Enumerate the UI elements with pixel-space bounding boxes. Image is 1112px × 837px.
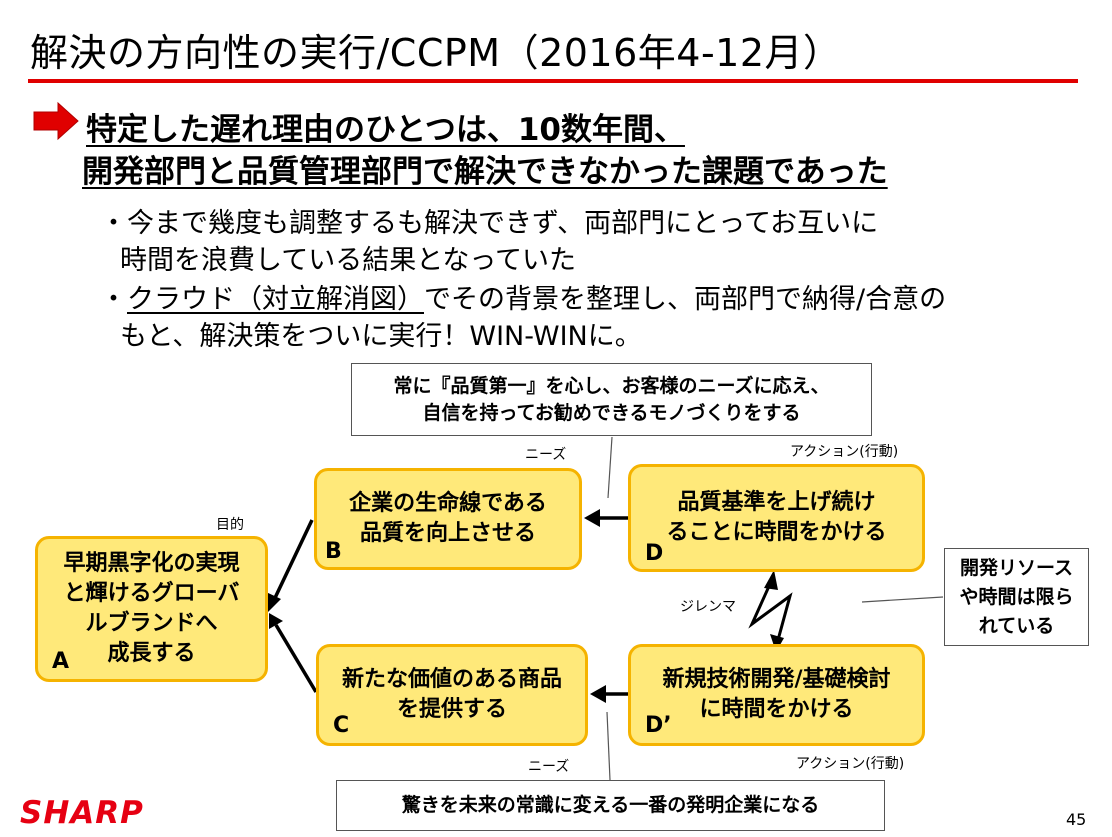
node-c-requirement: 新たな価値のある商品を提供する C (316, 644, 588, 746)
node-d-prerequisite: 品質基準を上げ続けることに時間をかける D (628, 464, 925, 572)
invention-company-callout: 驚きを未来の常識に変える一番の発明企業になる (336, 780, 885, 831)
node-a-letter: A (52, 649, 70, 674)
bullet-2-marker: ・ (100, 284, 127, 315)
top-callout-line-2: 自信を持ってお勧めできるモノづくりをする (422, 401, 801, 424)
arrow-c-to-a (269, 613, 318, 693)
arrow-d-to-b (584, 509, 628, 527)
sharp-logo: SHARP (20, 795, 144, 831)
node-d2-line-2: に時間をかける (699, 697, 854, 722)
page-number: 45 (1066, 810, 1087, 829)
label-action-bottom: アクション(行動) (796, 756, 905, 772)
label-action-top: アクション(行動) (790, 444, 899, 460)
bottom-callout-pointer (606, 711, 611, 781)
bullet-1-line-2: 時間を浪費している結果となっていた (120, 245, 577, 276)
top-callout-pointer (607, 436, 613, 499)
side-callout-pointer (861, 596, 944, 603)
node-a-line-3: ルブランドへ (85, 611, 218, 636)
arrow-d2-to-c (590, 685, 628, 703)
bottom-callout-text: 驚きを未来の常識に変える一番の発明企業になる (401, 794, 820, 816)
dilemma-zigzag (748, 570, 793, 652)
node-c-line-2: を提供する (396, 697, 507, 722)
bullet-2-cloud-term: クラウド（対立解消図） (127, 284, 424, 315)
headline-line-1: 特定した遅れ理由のひとつは、10数年間、 (86, 112, 685, 148)
side-callout-line-1: 開発リソース (959, 556, 1074, 579)
node-a-line-1: 早期黒字化の実現 (63, 551, 240, 576)
node-a-line-4: 成長する (107, 641, 196, 666)
node-d2-line-1: 新規技術開発/基礎検討 (662, 667, 891, 692)
resource-limit-callout: 開発リソースや時間は限られている (944, 548, 1089, 646)
node-d-prime-prerequisite: 新規技術開発/基礎検討に時間をかける D’ (628, 644, 925, 746)
side-callout-line-2: や時間は限ら (959, 585, 1074, 608)
label-needs-bottom: ニーズ (528, 759, 570, 775)
label-needs-top: ニーズ (525, 447, 567, 463)
bullet-2-rest: でその背景を整理し、両部門で納得/合意の (424, 284, 947, 315)
bullet-2-line-2: もと、解決策をついに実行！WIN-WINに。 (120, 321, 642, 352)
node-b-line-1: 企業の生命線である (349, 491, 547, 516)
node-c-letter: C (333, 713, 350, 738)
arrow-b-to-a (266, 519, 314, 612)
label-dilemma: ジレンマ (680, 599, 736, 615)
node-b-letter: B (325, 539, 342, 564)
top-callout-line-1: 常に『品質第一』を心し、お客様のニーズに応え、 (393, 374, 830, 397)
node-d-letter: D (645, 541, 664, 566)
label-purpose: 目的 (216, 517, 244, 533)
node-b-requirement: 企業の生命線である品質を向上させる B (314, 468, 582, 570)
side-callout-line-3: れている (978, 614, 1055, 637)
node-a-line-2: と輝けるグローバ (63, 581, 240, 606)
page-title: 解決の方向性の実行/CCPM（2016年4-12月） (30, 31, 842, 75)
node-d-line-1: 品質基準を上げ続け (677, 490, 876, 515)
node-a-goal: 早期黒字化の実現と輝けるグローバルブランドへ成長する A (35, 536, 268, 682)
bullet-2-line-1: ・クラウド（対立解消図）でその背景を整理し、両部門で納得/合意の (100, 281, 946, 318)
node-c-line-1: 新たな価値のある商品 (341, 667, 562, 692)
node-d2-letter: D’ (645, 713, 672, 738)
bullet-1-line-1: ・今まで幾度も調整するも解決できず、両部門にとってお互いに (100, 208, 879, 239)
node-b-line-2: 品質を向上させる (359, 521, 536, 546)
node-d-line-2: ることに時間をかける (666, 520, 887, 545)
red-arrow-icon (33, 101, 79, 141)
headline-line-2: 開発部門と品質管理部門で解決できなかった課題であった (82, 154, 888, 190)
title-divider (28, 79, 1078, 83)
quality-first-callout: 常に『品質第一』を心し、お客様のニーズに応え、自信を持ってお勧めできるモノづくり… (351, 363, 872, 436)
